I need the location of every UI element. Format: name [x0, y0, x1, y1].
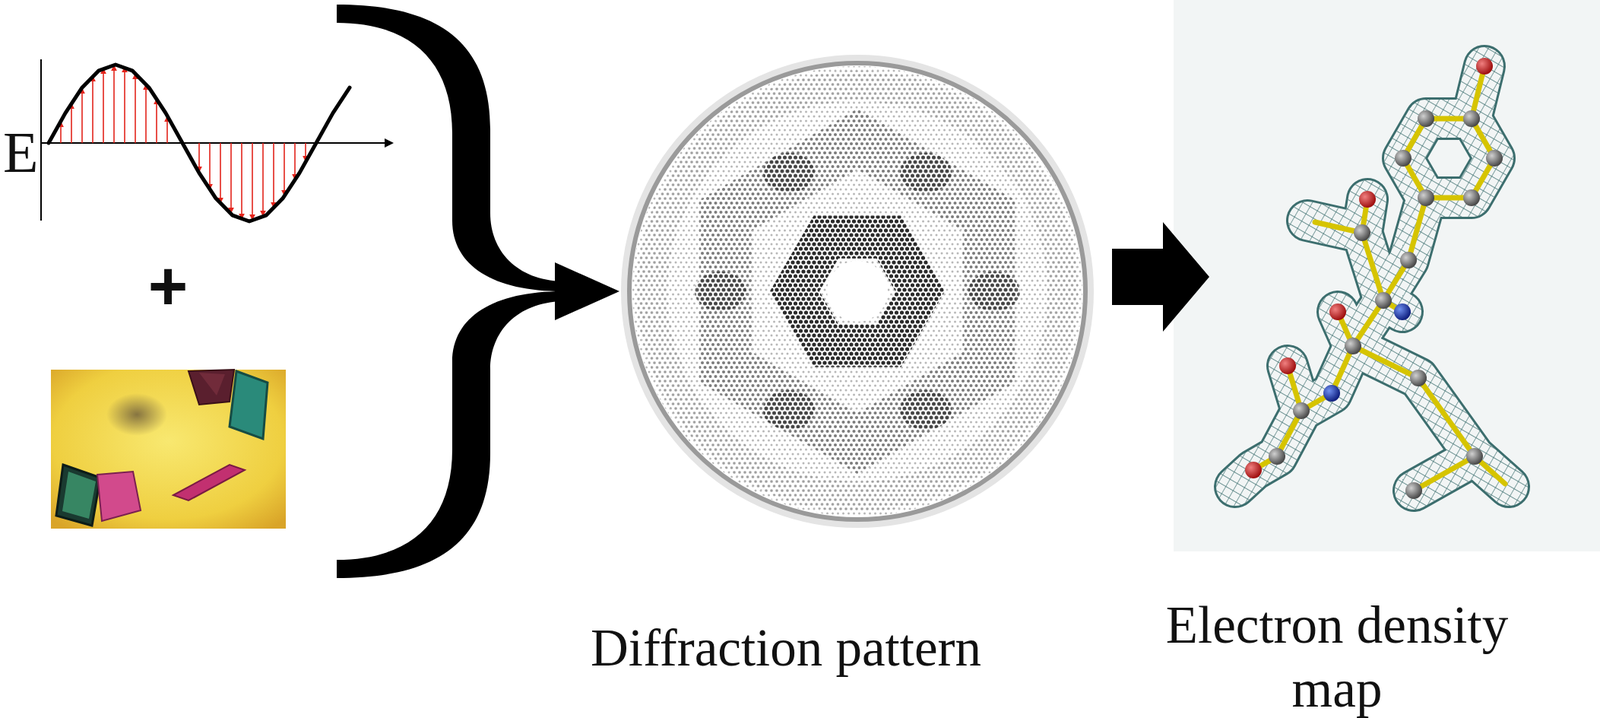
curly-brace — [336, 4, 620, 578]
plus-sign: + — [148, 248, 189, 324]
wave-plot — [41, 59, 394, 222]
image-caption: Electron density map — [1146, 592, 1528, 718]
axis-arrow — [384, 138, 394, 148]
crystal-photo — [50, 369, 286, 529]
diffraction-image — [624, 58, 1090, 524]
axis-label: E — [3, 120, 39, 185]
density-map-image — [1173, 0, 1600, 552]
sine-wave — [48, 64, 350, 222]
diffraction-pattern: Diffraction pattern — [627, 61, 1087, 521]
y-axis — [40, 59, 42, 221]
electron-density-map: Electron density map — [1212, 0, 1600, 718]
block-arrow — [1112, 221, 1210, 332]
image-caption: Diffraction pattern — [590, 615, 982, 680]
